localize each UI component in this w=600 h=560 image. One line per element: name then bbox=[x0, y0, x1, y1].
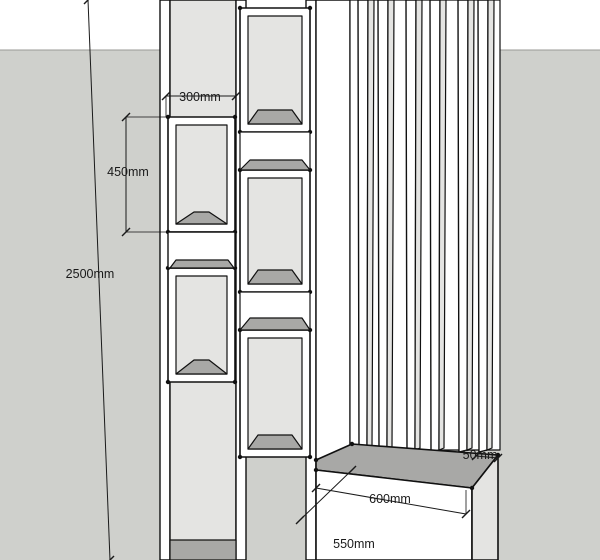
slat-overlay-front-3 bbox=[405, 0, 417, 453]
dim-slat-gap-tick-1 bbox=[493, 453, 503, 463]
middle-box-1-back bbox=[247, 15, 303, 125]
slat-overlay-front-5 bbox=[457, 0, 469, 453]
bench-joint-1 bbox=[349, 441, 355, 447]
left-spacer-shelf bbox=[169, 259, 235, 269]
slat-overlay-front-6 bbox=[477, 0, 489, 453]
dim-bench-depth-tick-0 bbox=[295, 515, 305, 525]
bench-front-face bbox=[315, 469, 473, 560]
dimension-annotations: 300mm 450mm 2500mm 600mm 50mm 550mm bbox=[66, 0, 503, 560]
left-niche-lower-joint-2 bbox=[165, 379, 171, 385]
slat-overlay-side-4 bbox=[438, 0, 447, 451]
middle-spacer-shelf-2 bbox=[239, 317, 311, 331]
dim-total-height-tick-0 bbox=[83, 0, 89, 5]
dim-total-height-line bbox=[87, 0, 111, 560]
slat-overlay-front-1 bbox=[357, 0, 369, 453]
middle-box-2 bbox=[237, 167, 313, 295]
bench-joint-3 bbox=[469, 485, 475, 491]
middle-spacer-shelf-1 bbox=[239, 159, 311, 171]
middle-box-2-shelf bbox=[247, 269, 303, 285]
slat-overlay-side-3 bbox=[414, 0, 423, 451]
left-niche-lower bbox=[165, 265, 238, 385]
bench-side-face bbox=[471, 454, 499, 560]
slat-overlay-front-2 bbox=[377, 0, 389, 453]
dim-total-height bbox=[83, 0, 115, 560]
dim-slat-gap-line bbox=[475, 455, 499, 459]
middle-box-1 bbox=[237, 5, 313, 135]
slat-overlay-front-4 bbox=[429, 0, 441, 453]
middle-box-1-joint-0 bbox=[237, 5, 243, 11]
left-niche-spacer bbox=[167, 231, 236, 269]
slat-overlay-side-6 bbox=[486, 0, 495, 451]
left-niche-upper-joint-0 bbox=[165, 114, 171, 120]
left-niche-upper bbox=[165, 114, 238, 235]
middle-box-3-joint-3 bbox=[307, 454, 313, 460]
left-niche-upper-joint-1 bbox=[232, 114, 238, 120]
dim-label-total-height: 2500mm bbox=[66, 267, 115, 281]
dim-label-slat-gap: 50mm bbox=[463, 448, 498, 462]
shelving-unit-model bbox=[159, 0, 501, 560]
dim-bench-depth bbox=[295, 465, 357, 525]
bench-joint-0 bbox=[313, 457, 319, 463]
left-niche-lower-joint-3 bbox=[232, 379, 238, 385]
dim-bench-depth-line bbox=[299, 469, 353, 521]
middle-box-3-joint-2 bbox=[237, 454, 243, 460]
middle-box-2-back bbox=[247, 177, 303, 285]
dim-label-bench-width: 600mm bbox=[369, 492, 411, 506]
dim-bench-depth-tick-1 bbox=[347, 465, 357, 475]
left-niche-lower-back bbox=[175, 275, 228, 375]
left-bottom-shelf bbox=[169, 539, 237, 560]
right-box-panel-side bbox=[315, 0, 351, 461]
dim-bench-width-line bbox=[315, 487, 467, 515]
dim-label-bench-depth: 550mm bbox=[333, 537, 375, 551]
dim-label-niche-width: 300mm bbox=[179, 90, 221, 104]
middle-box-3-back bbox=[247, 337, 303, 450]
middle-box-3 bbox=[237, 327, 313, 460]
middle-box-1-shelf bbox=[247, 109, 303, 125]
left-niche-upper-back bbox=[175, 124, 228, 225]
dim-total-height-tick-1 bbox=[109, 555, 115, 560]
middle-box-3-shelf bbox=[247, 434, 303, 450]
dim-label-niche-height: 450mm bbox=[107, 165, 149, 179]
middle-box-1-joint-1 bbox=[307, 5, 313, 11]
bench-joint-4 bbox=[313, 467, 319, 473]
dim-slat-gap-tick-0 bbox=[471, 451, 481, 461]
dim-slat-gap bbox=[471, 451, 503, 463]
left-niche-upper-shelf bbox=[175, 211, 228, 225]
left-niche-lower-shelf bbox=[175, 359, 228, 375]
slat-overlay-side-5 bbox=[466, 0, 475, 451]
